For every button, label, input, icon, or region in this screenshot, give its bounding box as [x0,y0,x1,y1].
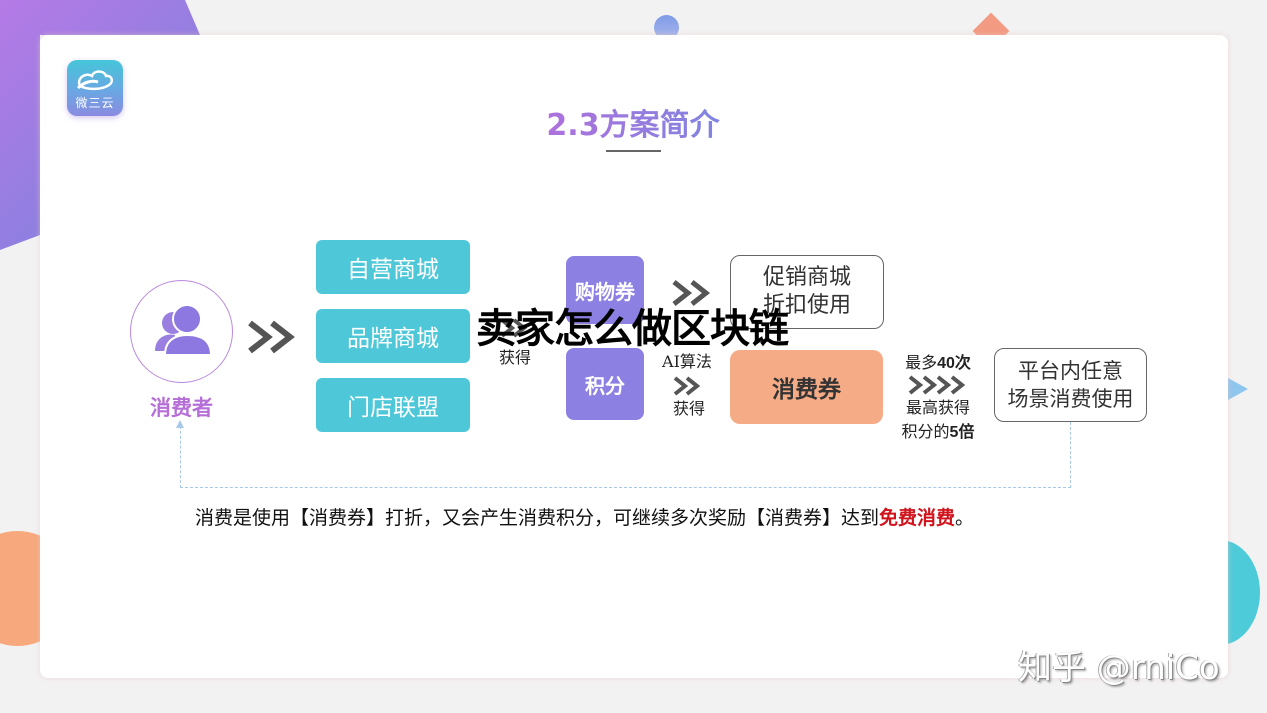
double-chevron-icon [672,280,712,306]
arrow-up-icon [176,420,184,428]
page-title: 2.3方案简介 [538,100,728,144]
cloud-icon [76,70,114,91]
users-icon [155,304,213,356]
blue-triangle-decoration [1228,378,1248,400]
watermark: 知乎 @rniCo [1018,648,1220,688]
title-underline [606,150,661,152]
feedback-line-bottom [180,487,1071,488]
bottom-description-main: 消费是使用【消费券】打折，又会产生消费积分，可继续多次奖励【消费券】达到 [195,507,880,529]
platform-line-2: 场景消费使用 [1007,387,1134,411]
brand-logo: 微三云 [67,60,123,116]
store-alliance-box: 门店联盟 [316,378,470,432]
bottom-description-end: 。 [955,507,975,529]
ai-obtain-label: 获得 [672,399,705,418]
obtain-label: 获得 [498,348,531,367]
points-box: 积分 [566,348,644,420]
double-chevron-icon [248,320,300,354]
ai-algorithm-label: AI算法 [662,352,712,371]
points-multiple-prefix: 积分的 [901,422,950,441]
shopping-voucher-box: 购物券 [566,256,644,324]
promo-line-2: 折扣使用 [762,293,851,318]
free-consumption-highlight: 免费消费 [879,507,956,529]
consumer-label: 消费者 [150,396,213,420]
feedback-line-left [180,426,181,488]
quad-chevron-icon [908,375,970,395]
self-operated-mall-box: 自营商城 [316,240,470,294]
feedback-line-right [1070,422,1071,488]
promo-line-1: 促销商城 [762,265,851,290]
points-multiple-value: 5倍 [949,424,975,441]
overlay-headline: 卖家怎么做区块链 [476,306,789,352]
brand-mall-box: 品牌商城 [316,309,470,363]
max-times-prefix: 最多 [905,353,938,372]
bottom-description: 消费是使用【消费券】打折，又会产生消费积分，可继续多次奖励【消费券】达到免费消费… [195,503,1075,530]
promo-mall-box: 促销商城 折扣使用 [730,255,884,329]
consumption-voucher-box: 消费券 [730,350,883,424]
consumer-circle [130,280,233,383]
max-times-value: 40次 [937,355,971,372]
double-chevron-icon [500,318,530,338]
max-times-label: 最多40次 [896,351,980,376]
platform-usage-box: 平台内任意 场景消费使用 [994,348,1147,422]
points-multiple-label: 积分的5倍 [892,420,984,445]
platform-line-1: 平台内任意 [1018,359,1123,383]
max-points-line: 最高获得 [905,398,970,417]
logo-text: 微三云 [75,96,115,110]
double-chevron-icon [673,376,703,396]
